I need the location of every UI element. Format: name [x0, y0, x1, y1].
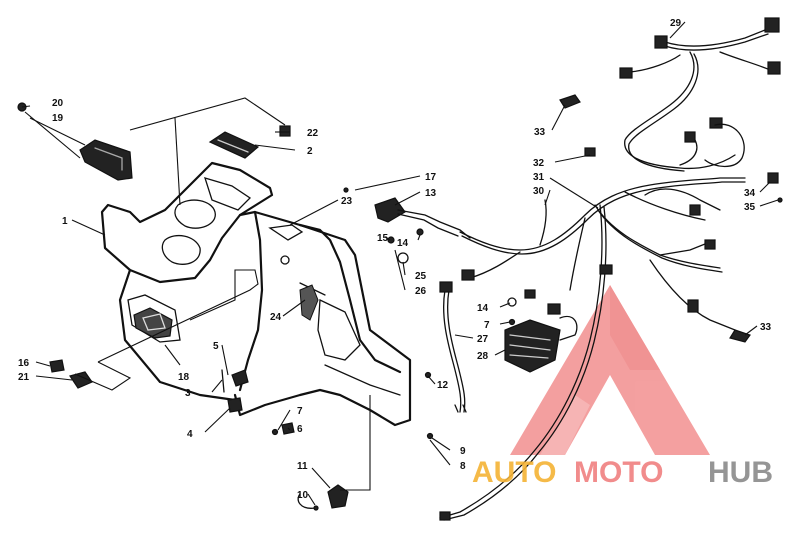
callout-18: 18: [178, 372, 190, 383]
callout-6: 6: [297, 424, 303, 435]
callout-14b: 14: [477, 303, 489, 314]
callout-3: 3: [185, 388, 191, 399]
callout-8: 8: [460, 461, 466, 472]
harness-29: [619, 17, 781, 172]
watermark-logo: [510, 285, 710, 455]
relay-13: [343, 187, 471, 264]
callout-29: 29: [670, 18, 682, 29]
callout-35: 35: [744, 202, 756, 213]
callout-28: 28: [477, 351, 489, 362]
watermark-hub: HUB: [708, 456, 773, 489]
reflector-2: [208, 131, 260, 159]
callout-10: 10: [297, 490, 309, 501]
callout-33b: 33: [760, 322, 772, 333]
harness-27: [439, 281, 467, 413]
callout-21: 21: [18, 372, 30, 383]
tail-light-19: [17, 102, 133, 181]
leader-lines: [21, 21, 779, 506]
small-hardware: [49, 359, 434, 511]
callout-5: 5: [213, 341, 219, 352]
fuse-holders-33: [559, 94, 751, 343]
callout-16: 16: [18, 358, 30, 369]
callout-17: 17: [425, 172, 437, 183]
fender-housing: [100, 161, 412, 427]
wiring-harness: [439, 147, 746, 521]
callout-14a: 14: [397, 238, 409, 249]
clip-22: [279, 125, 291, 137]
callout-26: 26: [415, 286, 427, 297]
callout-30: 30: [533, 186, 545, 197]
watermark-auto: AUTO: [472, 456, 556, 489]
regulator-28: [504, 297, 578, 373]
callout-13: 13: [425, 188, 437, 199]
watermark-text: AUTO MOTO HUB: [472, 456, 773, 489]
callout-9: 9: [460, 446, 466, 457]
callout-31: 31: [533, 172, 545, 183]
watermark-triangle: [510, 285, 710, 455]
callout-7b: 7: [484, 320, 490, 331]
connector-34: [767, 172, 779, 184]
callout-20: 20: [52, 98, 64, 109]
callout-22: 22: [307, 128, 319, 139]
callout-12: 12: [437, 380, 449, 391]
callout-2: 2: [307, 146, 313, 157]
outline-18: [97, 269, 259, 363]
watermark-moto: MOTO: [574, 456, 663, 489]
watermark-triangle-inner: [610, 285, 660, 370]
bolt-35: [777, 197, 783, 203]
watermark-triangle-leg: [540, 395, 590, 455]
callout-11: 11: [297, 461, 308, 472]
callout-34: 34: [744, 188, 756, 199]
callout-24: 24: [270, 312, 282, 323]
callout-27: 27: [477, 334, 489, 345]
callout-33a: 33: [534, 127, 546, 138]
callout-1: 1: [62, 216, 68, 227]
callout-7a: 7: [297, 406, 303, 417]
callout-25: 25: [415, 271, 427, 282]
callout-32: 32: [533, 158, 545, 169]
callout-4: 4: [187, 429, 193, 440]
callout-15: 15: [377, 233, 389, 244]
callout-19: 19: [52, 113, 64, 124]
outline-18b: [74, 361, 132, 391]
callout-labels: 20 19 22 2 1 17 13 23 15 14 25 26 24 16 …: [18, 18, 772, 501]
callout-23: 23: [341, 196, 353, 207]
